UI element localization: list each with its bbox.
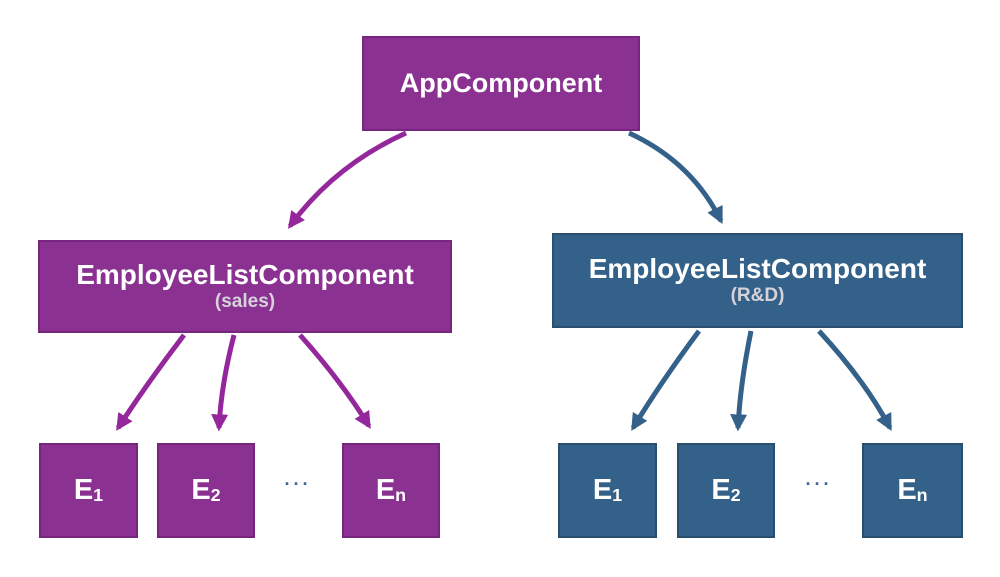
node-sales-employee-1-label: E1: [73, 474, 104, 506]
node-app-component: AppComponent: [362, 36, 640, 131]
node-employee-list-sales-sublabel: (sales): [214, 290, 276, 312]
node-sales-employee-1: E1: [39, 443, 138, 538]
arrow-sales-to-e2: [211, 334, 237, 432]
arrow-rd-to-e1: [630, 329, 702, 431]
node-employee-list-rd: EmployeeListComponent (R&D): [552, 233, 963, 328]
node-sales-employee-n: En: [342, 443, 440, 538]
arrow-rd-to-en: [817, 329, 893, 432]
node-employee-list-sales: EmployeeListComponent (sales): [38, 240, 452, 333]
node-sales-employee-2-label: E2: [191, 474, 221, 506]
node-rd-employee-2-label: E2: [711, 474, 741, 506]
arrow-sales-to-e1: [115, 333, 186, 431]
node-app-component-label: AppComponent: [399, 68, 603, 98]
node-employee-list-rd-sublabel: (R&D): [730, 284, 785, 306]
arrow-app-to-sales: [287, 130, 408, 229]
node-rd-employee-n: En: [862, 443, 963, 538]
arrow-rd-to-e2: [730, 330, 754, 432]
node-rd-employee-n-label: En: [897, 474, 928, 506]
node-rd-employee-2: E2: [677, 443, 775, 538]
rd-ellipsis: ···: [805, 474, 833, 494]
node-rd-employee-1-label: E1: [592, 474, 623, 506]
node-employee-list-sales-label: EmployeeListComponent: [76, 258, 414, 290]
node-employee-list-rd-label: EmployeeListComponent: [588, 252, 927, 284]
arrow-app-to-rd: [627, 130, 724, 225]
node-sales-employee-2: E2: [157, 443, 255, 538]
node-sales-employee-n-label: En: [375, 474, 407, 506]
node-rd-employee-1: E1: [558, 443, 657, 538]
arrow-sales-to-en: [298, 333, 372, 429]
sales-ellipsis: ···: [284, 474, 312, 494]
